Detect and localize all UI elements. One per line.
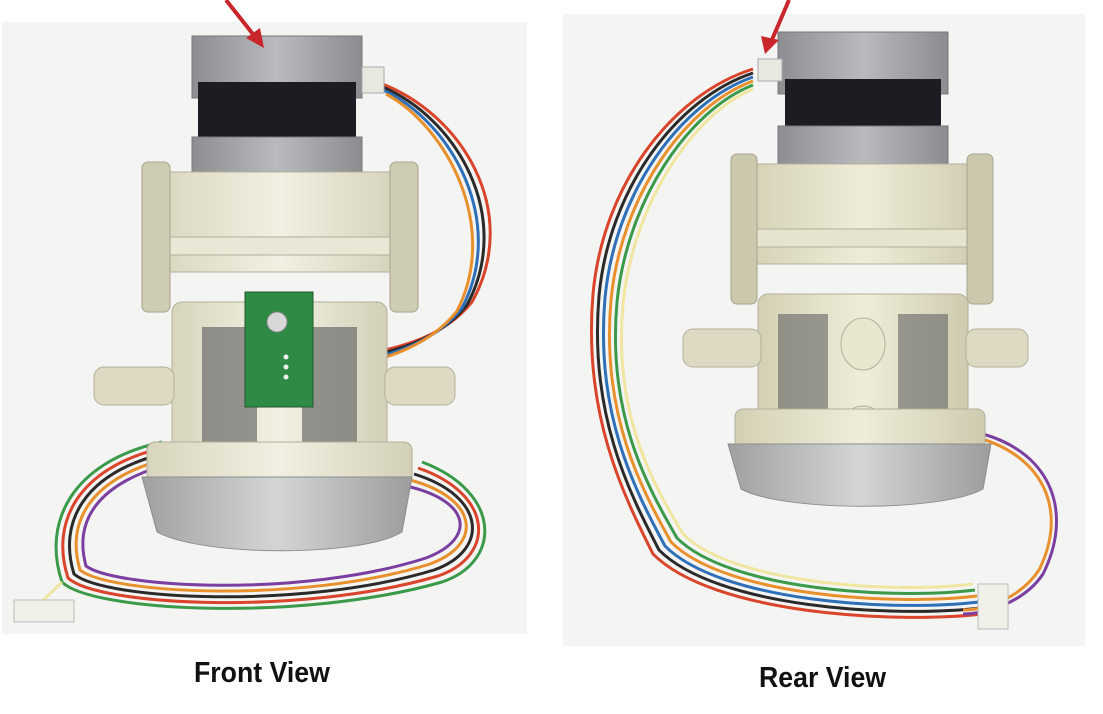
front-view-pump-illustration [13, 35, 492, 623]
rear-arrow-indicator [761, 0, 791, 54]
wire-connector [13, 599, 75, 623]
front-view-caption: Front View [194, 657, 330, 689]
rear-view-pump-illustration [589, 31, 1058, 630]
pump-housing [682, 153, 1029, 463]
stepper-motor [191, 35, 385, 190]
metal-base [727, 408, 992, 507]
wire-harness [21, 80, 492, 614]
front-view-photo [2, 22, 527, 634]
wire-harness [589, 67, 1058, 619]
rear-view-caption: Rear View [759, 662, 887, 694]
stepper-motor [757, 31, 949, 175]
front-arrow-indicator [224, 0, 264, 48]
metal-base [141, 441, 413, 552]
wire-connector [977, 583, 1009, 630]
rear-view-photo [563, 14, 1085, 646]
sensor-circuit-board [244, 291, 314, 408]
